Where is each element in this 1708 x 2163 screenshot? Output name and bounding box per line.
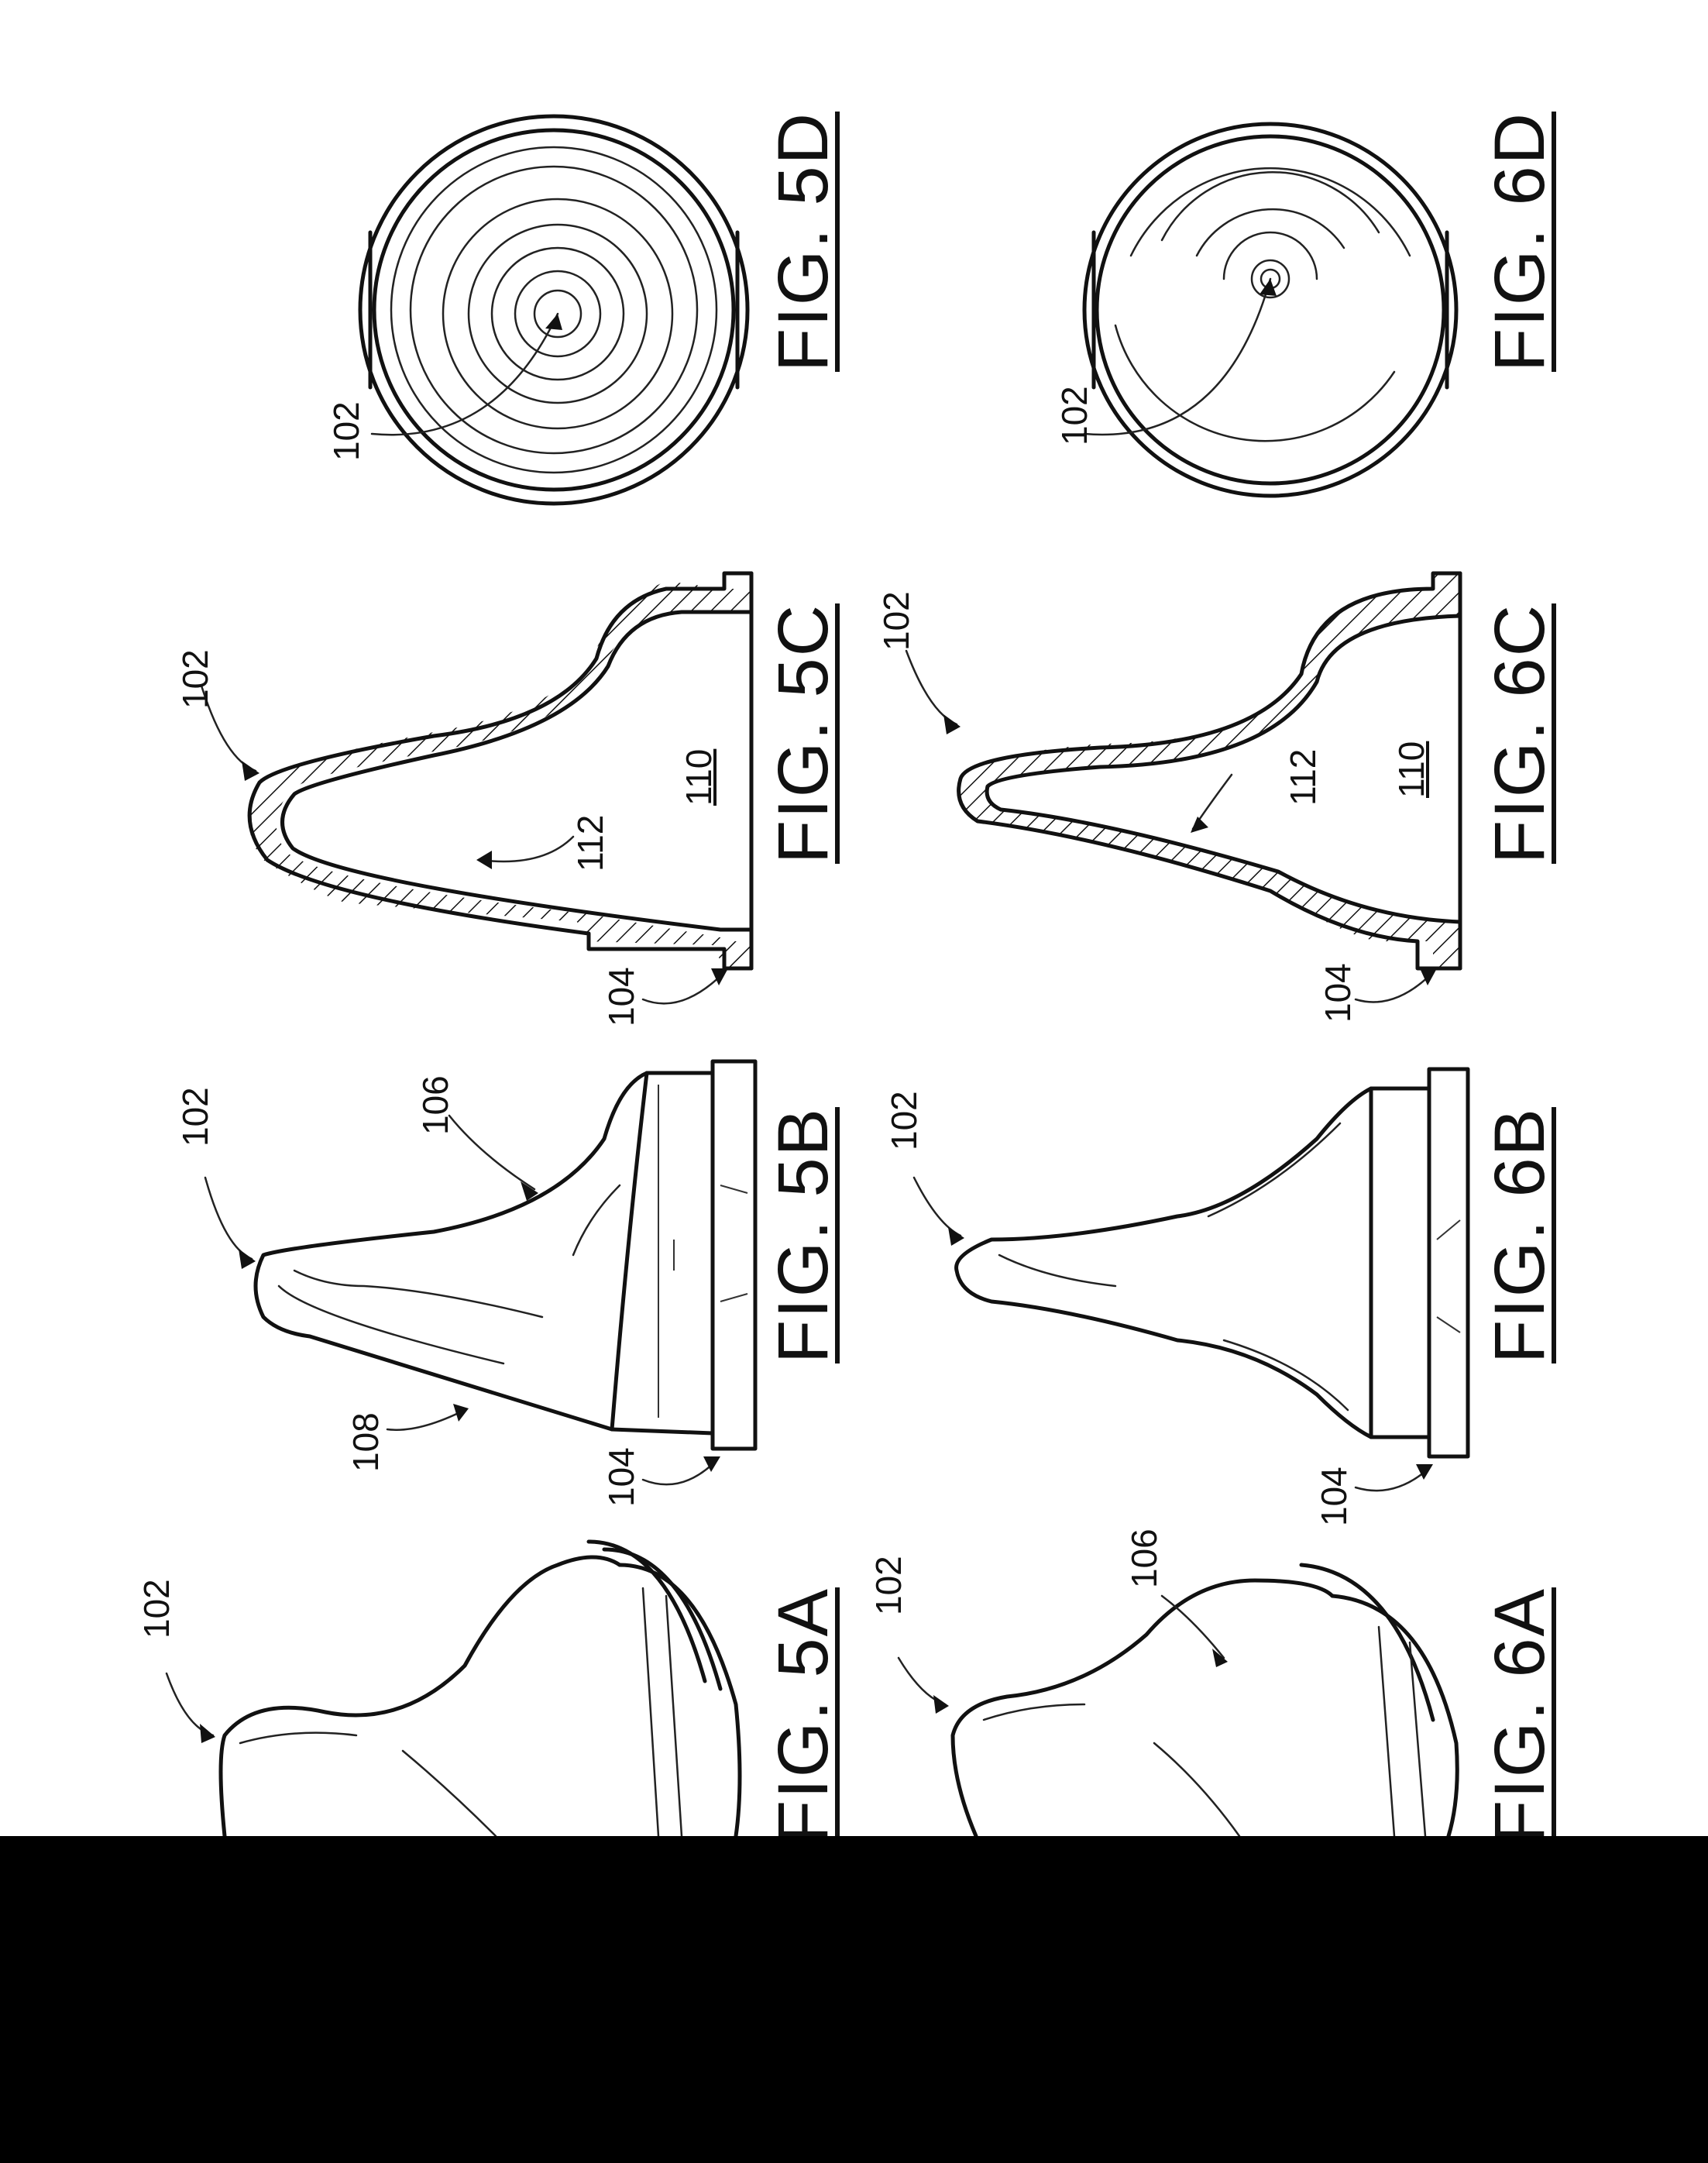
ref-110-fig6c: 110 <box>1391 741 1431 798</box>
fig-5a-drawing <box>218 1539 742 1838</box>
ref-102-fig5b: 102 <box>175 1087 215 1147</box>
ref-112-fig5c: 112 <box>570 814 610 872</box>
fig-6d-drawing <box>1082 122 1459 498</box>
caption-fig-6b: FIG. 6B <box>1480 1107 1559 1363</box>
fig-6c-drawing <box>957 571 1462 971</box>
ref-102-fig6d: 102 <box>1054 386 1095 445</box>
caption-fig-5c: FIG. 5C <box>764 603 843 864</box>
caption-fig-6d: FIG. 6D <box>1480 111 1559 372</box>
fig-6a-drawing <box>950 1563 1459 1838</box>
ref-106-fig6a: 106 <box>1124 1529 1164 1588</box>
ref-104-fig6b: 104 <box>1314 1467 1354 1526</box>
ref-102-fig6c: 102 <box>876 591 916 651</box>
ref-104-fig6c: 104 <box>1318 963 1358 1023</box>
caption-fig-6a: FIG. 6A <box>1480 1587 1559 1844</box>
ref-110-fig5c: 110 <box>679 748 719 806</box>
ref-102-fig5a: 102 <box>136 1579 177 1639</box>
ref-104-fig5b: 104 <box>601 1447 641 1507</box>
black-masked-region <box>0 1836 1708 2163</box>
caption-fig-5a: FIG. 5A <box>764 1587 843 1844</box>
leader-lines <box>165 649 1437 1743</box>
fig-6b-drawing <box>954 1067 1470 1459</box>
ref-102-fig6a: 102 <box>868 1556 909 1615</box>
ref-108-fig5b: 108 <box>345 1412 386 1472</box>
ref-106-fig5b: 106 <box>415 1075 455 1135</box>
ref-102-fig5c: 102 <box>175 649 215 709</box>
caption-fig-5d: FIG. 5D <box>764 111 843 372</box>
ref-104-fig5c: 104 <box>601 967 641 1026</box>
ref-112-fig6c: 112 <box>1283 748 1323 806</box>
fig-5c-drawing <box>247 571 754 971</box>
fig-5b-drawing <box>253 1059 758 1451</box>
ref-102-fig6b: 102 <box>884 1091 924 1150</box>
fig-5d-drawing <box>358 114 750 506</box>
caption-fig-5b: FIG. 5B <box>764 1107 843 1363</box>
ref-102-fig5d: 102 <box>326 401 366 461</box>
caption-fig-6c: FIG. 6C <box>1480 603 1559 864</box>
